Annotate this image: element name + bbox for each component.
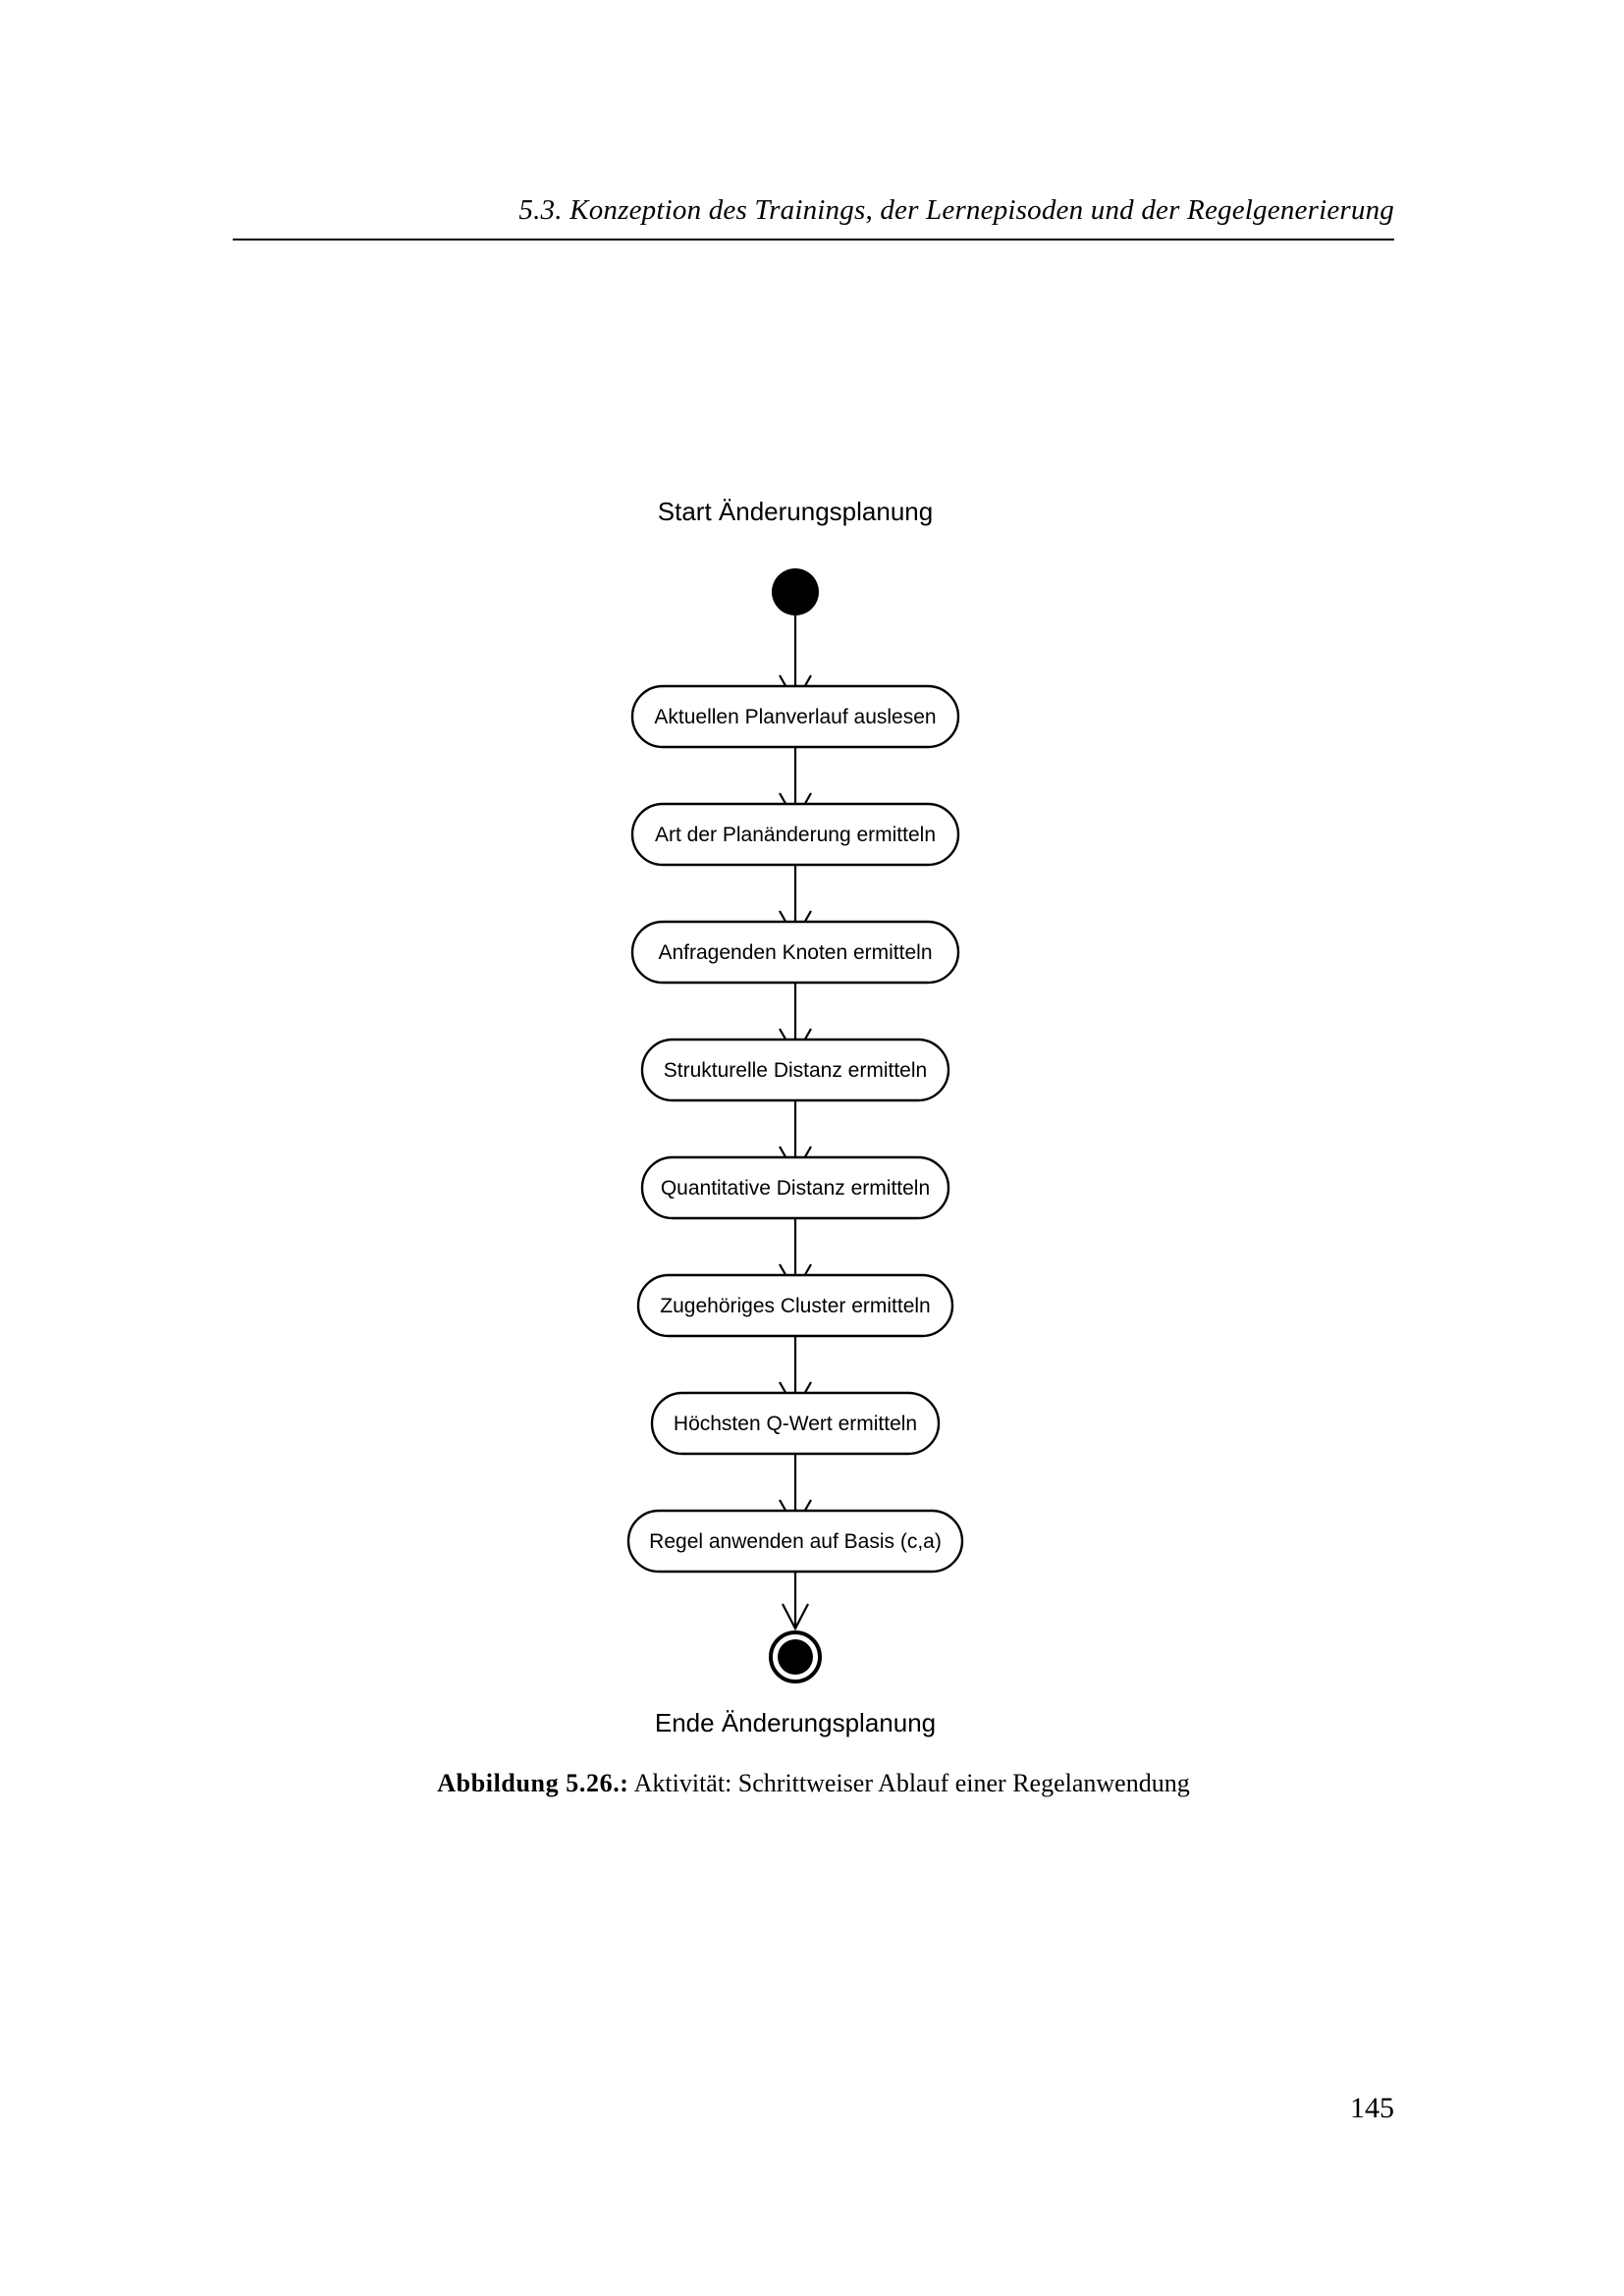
- start-label: Start Änderungsplanung: [657, 497, 934, 526]
- action-label-7: Höchsten Q-Wert ermitteln: [673, 1413, 918, 1435]
- action-label-4: Strukturelle Distanz ermitteln: [663, 1059, 928, 1082]
- figure-caption-text: Aktivität: Schrittweiser Ablauf einer Re…: [633, 1769, 1190, 1797]
- figure-caption: Abbildung 5.26.: Aktivität: Schrittweise…: [233, 1767, 1394, 1800]
- action-label-5: Quantitative Distanz ermitteln: [660, 1177, 931, 1200]
- action-label-2: Art der Planänderung ermitteln: [655, 824, 936, 846]
- header-rule: [233, 239, 1394, 240]
- running-head: 5.3. Konzeption des Trainings, der Lerne…: [518, 194, 1394, 226]
- edge-a8-to-final: [782, 1572, 809, 1631]
- figure-caption-label: Abbildung 5.26.:: [437, 1769, 629, 1797]
- action-label-1: Aktuellen Planverlauf auslesen: [654, 706, 937, 728]
- action-label-6: Zugehöriges Cluster ermitteln: [660, 1295, 931, 1317]
- action-label-8: Regel anwenden auf Basis (c,a): [649, 1530, 942, 1553]
- final-node: [769, 1630, 822, 1683]
- end-label: Ende Änderungsplanung: [654, 1708, 937, 1737]
- page-number: 145: [1350, 2092, 1394, 2124]
- initial-node: [772, 568, 819, 615]
- action-label-3: Anfragenden Knoten ermitteln: [658, 941, 933, 964]
